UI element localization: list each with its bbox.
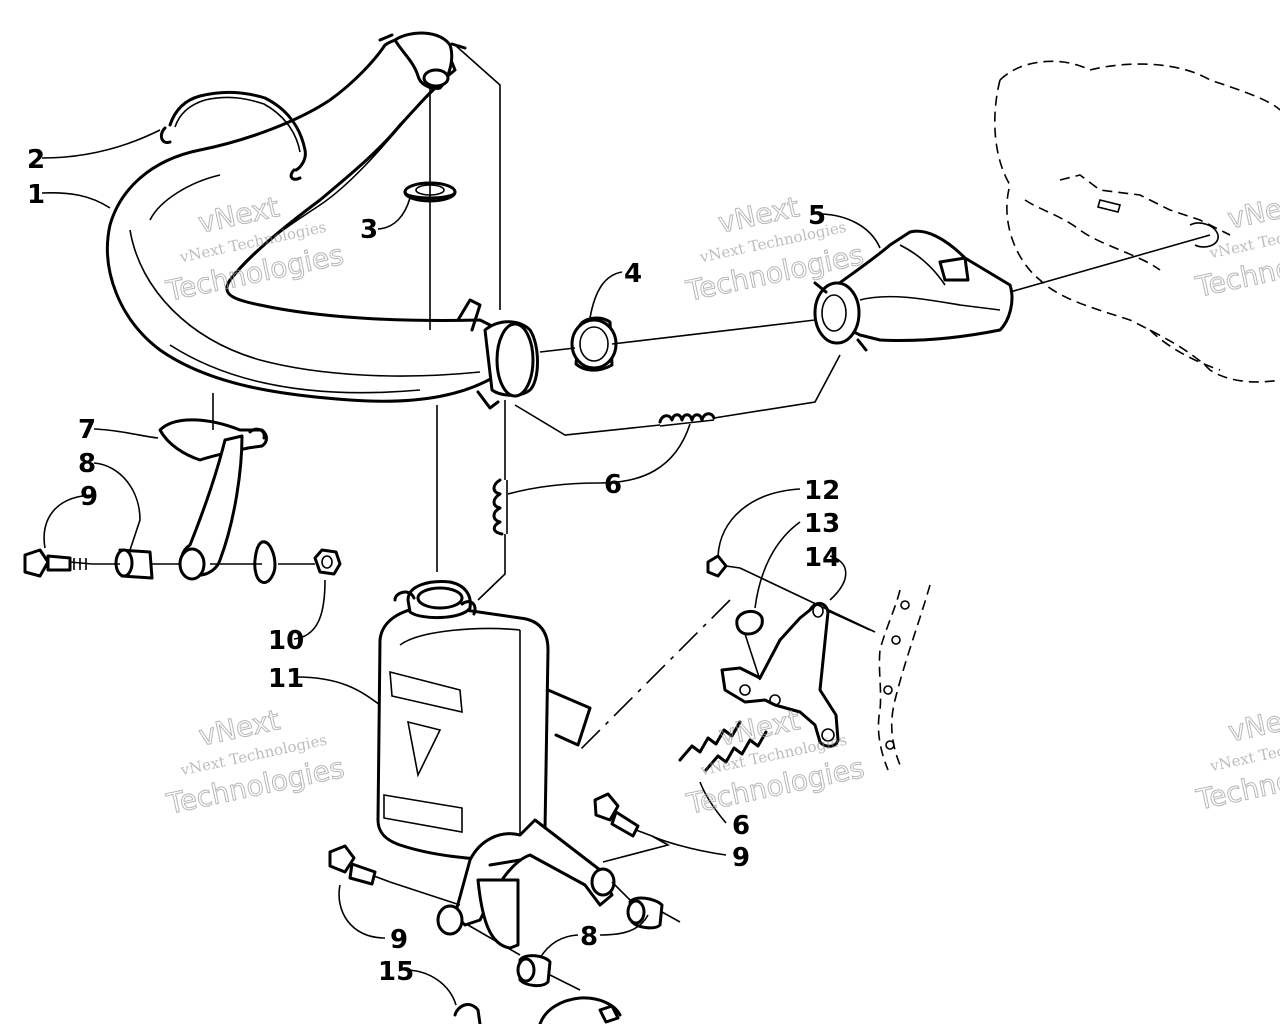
callout-14: 14: [804, 543, 840, 573]
callout-2: 2: [27, 145, 45, 175]
support-strap: [158, 418, 268, 462]
callout-8a: 8: [78, 449, 96, 479]
callout-9b: 9: [732, 843, 750, 873]
watermarks: vNext vNext Technologies Technologies vN…: [162, 186, 1280, 822]
muffler-bracket: [706, 554, 840, 748]
watermark-mid-right: vNext vNext Technologies Technologies: [1192, 699, 1280, 818]
exhaust-manifold: [813, 229, 1014, 352]
frame-outline: [877, 584, 931, 771]
expansion-chamber: [105, 31, 539, 410]
watermark-mid-center: vNext vNext Technologies Technologies: [683, 703, 868, 822]
watermark-brand: vNext: [1225, 186, 1280, 235]
left-mount-hardware: [23, 434, 342, 585]
muffler: [376, 580, 616, 950]
callout-10: 10: [268, 626, 304, 656]
callout-numbers: 1 2 3 4 5 6 6 7 8 8 9 9 9 10 11 12 13 14…: [27, 145, 840, 987]
callout-3: 3: [360, 215, 378, 245]
chamber-springs: [159, 90, 307, 181]
seal-ring: [570, 316, 618, 372]
watermark-mid-left: vNext vNext Technologies Technologies: [163, 703, 348, 822]
callout-7: 7: [78, 415, 96, 445]
callout-6b: 6: [732, 811, 750, 841]
callout-15: 15: [378, 957, 414, 987]
callout-13: 13: [804, 509, 840, 539]
drain-hose: [453, 996, 622, 1024]
callout-8b: 8: [580, 922, 598, 952]
callout-9c: 9: [390, 925, 408, 955]
assembly-lines: [212, 44, 1211, 991]
watermark-brand: vNext: [1225, 699, 1280, 748]
callout-9a: 9: [80, 482, 98, 512]
callout-5: 5: [808, 201, 826, 231]
callout-4: 4: [624, 259, 642, 289]
callout-6a: 6: [604, 470, 622, 500]
lower-mount-hardware: [328, 792, 664, 988]
springs: [492, 412, 768, 772]
callout-12: 12: [804, 476, 840, 506]
callout-11: 11: [268, 664, 304, 694]
engine-outline: [994, 60, 1280, 383]
callout-1: 1: [27, 180, 45, 210]
callout-leaders: [41, 129, 881, 1006]
